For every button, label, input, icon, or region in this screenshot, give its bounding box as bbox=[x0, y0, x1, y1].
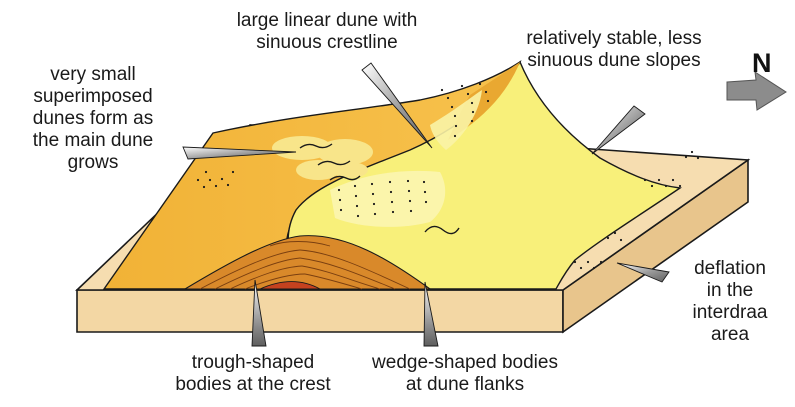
pointer-stable-slopes bbox=[592, 106, 645, 154]
label-small-dunes: very small superimposed dunes form as th… bbox=[8, 64, 178, 174]
label-trough-bodies: trough-shaped bodies at the crest bbox=[148, 352, 358, 396]
label-deflation: deflation in the interdraa area bbox=[670, 258, 790, 346]
block-front-face bbox=[77, 290, 563, 332]
label-wedge-bodies: wedge-shaped bodies at dune flanks bbox=[352, 352, 578, 396]
label-stable-slopes: relatively stable, less sinuous dune slo… bbox=[494, 28, 734, 72]
label-linear-dune: large linear dune with sinuous crestline bbox=[212, 10, 442, 54]
north-label: N bbox=[752, 48, 772, 78]
